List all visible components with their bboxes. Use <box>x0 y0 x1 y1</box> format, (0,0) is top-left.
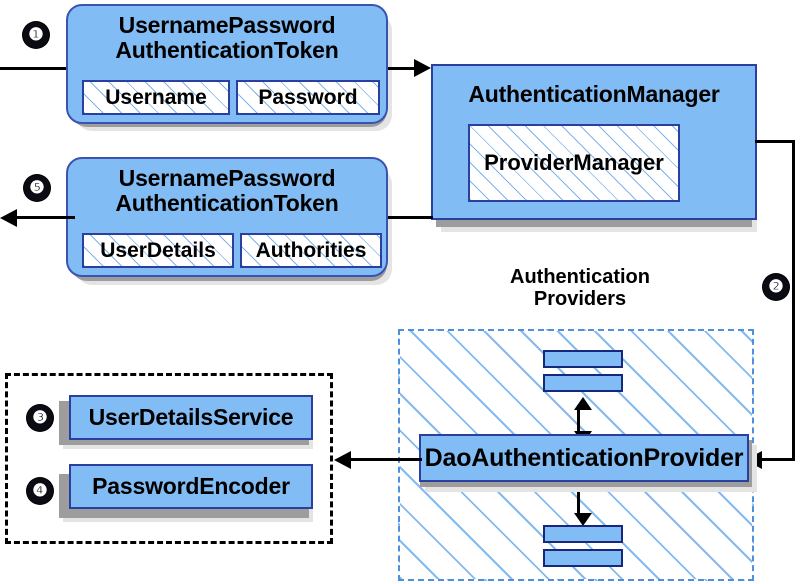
provider-manager-label: ProviderManager <box>484 150 664 175</box>
incoming-request-line <box>0 67 75 70</box>
other-provider-bar-1[interactable] <box>543 350 623 368</box>
manager-to-providers-line-top <box>755 140 795 143</box>
providers-group-label: Authentication Providers <box>460 266 700 311</box>
password-encoder-label: PasswordEncoder <box>92 473 290 500</box>
providers-group-label-line2: Providers <box>533 288 627 311</box>
manager-to-providers-line-bottom <box>762 458 795 461</box>
userdetails-field-label: UserDetails <box>100 238 216 262</box>
authentication-manager-title: AuthenticationManager <box>468 81 720 107</box>
response-token-title: UsernamePassword AuthenticationToken <box>68 166 386 216</box>
provider-link-lower-line <box>577 487 580 515</box>
outgoing-response-arrowhead <box>0 209 17 227</box>
step-badge-4: ❹ <box>27 478 53 504</box>
response-token-box[interactable]: UsernamePassword AuthenticationToken Use… <box>66 157 388 277</box>
password-field-label: Password <box>258 85 358 109</box>
dao-to-dependencies-arrowhead <box>334 451 351 469</box>
step-badge-5: ❺ <box>24 175 50 201</box>
authentication-manager-box[interactable]: AuthenticationManager ProviderManager <box>431 64 757 220</box>
authorities-field-label: Authorities <box>255 238 367 262</box>
dao-to-dependencies-line <box>350 458 422 461</box>
request-token-title: UsernamePassword AuthenticationToken <box>68 13 386 63</box>
outgoing-response-line <box>17 216 75 219</box>
token-to-manager-arrowhead <box>414 59 431 77</box>
other-provider-bar-2[interactable] <box>543 374 623 392</box>
password-field[interactable]: Password <box>236 80 380 115</box>
step-badge-1: ❶ <box>23 22 49 48</box>
dao-authentication-provider-label: DaoAuthenticationProvider <box>424 443 744 472</box>
password-encoder-box[interactable]: PasswordEncoder <box>69 464 313 509</box>
userdetails-field[interactable]: UserDetails <box>82 233 234 268</box>
other-provider-bar-4[interactable] <box>543 549 623 567</box>
step-badge-2: ❷ <box>763 274 789 300</box>
other-provider-bar-3[interactable] <box>543 525 623 543</box>
user-details-service-label: UserDetailsService <box>88 404 294 431</box>
request-token-title-line1: UsernamePassword <box>118 12 336 38</box>
user-details-service-box[interactable]: UserDetailsService <box>69 395 313 440</box>
step-badge-3: ❸ <box>27 405 53 431</box>
authorities-field[interactable]: Authorities <box>240 233 382 268</box>
provider-link-upper-line <box>577 405 580 433</box>
request-token-box[interactable]: UsernamePassword AuthenticationToken Use… <box>66 4 388 124</box>
response-token-title-line1: UsernamePassword <box>118 165 336 191</box>
username-field[interactable]: Username <box>82 80 230 115</box>
provider-link-down-arrowhead-lower <box>574 513 592 526</box>
token-to-manager-line <box>388 67 418 70</box>
request-token-title-line2: AuthenticationToken <box>115 36 339 63</box>
provider-manager-box[interactable]: ProviderManager <box>468 124 680 202</box>
response-token-title-line2: AuthenticationToken <box>115 189 339 216</box>
username-field-label: Username <box>105 85 207 109</box>
dao-authentication-provider-box[interactable]: DaoAuthenticationProvider <box>419 434 749 482</box>
manager-to-providers-line-vertical <box>792 140 795 460</box>
manager-to-response-line <box>388 216 433 219</box>
providers-group-label-line1: Authentication <box>510 266 650 288</box>
